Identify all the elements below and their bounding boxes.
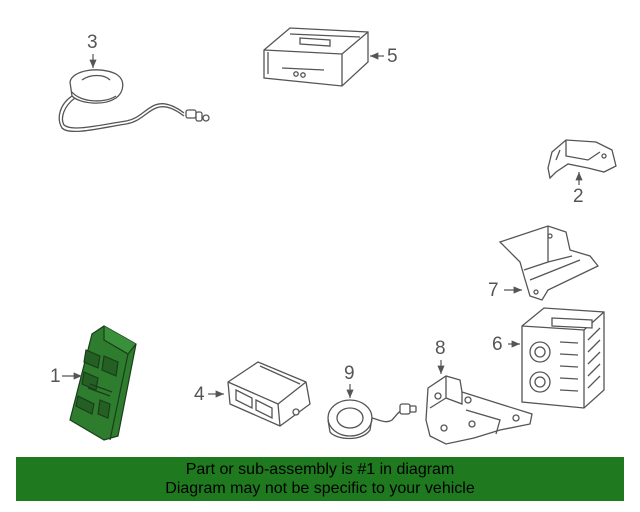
callout-8: 8 [435, 338, 446, 359]
bracket-part-2[interactable] [547, 139, 617, 180]
banner-line-2: Diagram may not be specific to your vehi… [165, 480, 475, 497]
control-module-part-4[interactable] [227, 361, 311, 427]
callout-1: 1 [50, 366, 61, 387]
callout-6: 6 [492, 334, 503, 355]
clock-spring-part-9[interactable] [327, 399, 417, 440]
callout-9: 9 [344, 363, 355, 384]
receiver-part-6[interactable] [521, 307, 605, 409]
antenna-part-3[interactable] [58, 69, 210, 133]
callout-2: 2 [573, 186, 584, 207]
info-banner: Part or sub-assembly is #1 in diagram Di… [16, 457, 624, 501]
mounting-bracket-part-7[interactable] [498, 225, 600, 301]
callout-5: 5 [387, 46, 398, 67]
module-part-1[interactable] [69, 325, 137, 441]
callout-4: 4 [194, 384, 205, 405]
callout-3: 3 [87, 32, 98, 53]
callout-7: 7 [488, 280, 499, 301]
bracket-assembly-part-8[interactable] [425, 375, 533, 445]
receiver-part-5[interactable] [263, 27, 369, 87]
banner-line-1: Part or sub-assembly is #1 in diagram [185, 461, 455, 478]
